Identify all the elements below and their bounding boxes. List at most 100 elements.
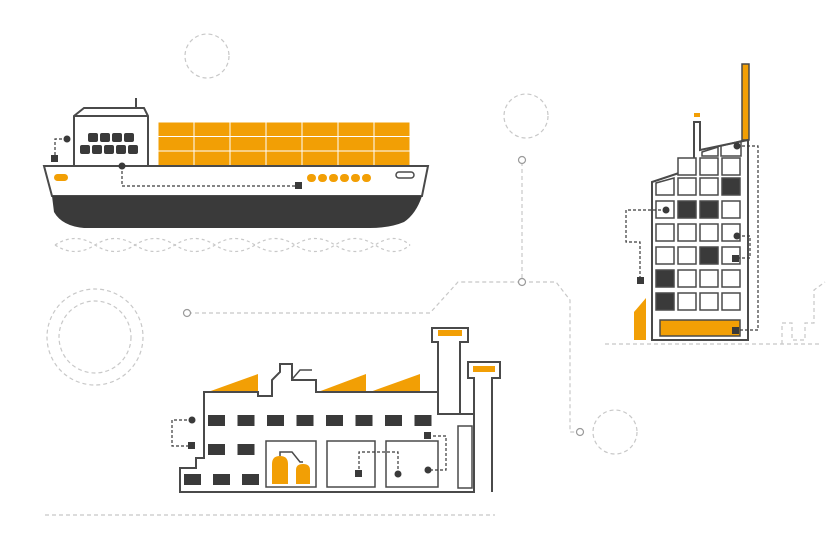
factory-window [355,415,373,426]
cargo-containers [157,121,411,166]
building-window [677,292,697,311]
factory-window [208,415,225,426]
factory-window [242,474,259,485]
building-window [677,223,697,242]
connector-line [188,281,522,314]
cargo-container [229,136,267,152]
connector-node [182,308,192,318]
building-window [721,157,741,176]
cargo-container [373,121,411,137]
connector-line [522,281,578,433]
cargo-container [337,136,375,152]
cargo-ship [42,98,430,228]
factory-window [326,415,343,426]
building-window [699,292,719,311]
cargo-container [265,121,303,137]
cargo-container [265,136,303,152]
building-window [655,292,675,311]
building-window [721,177,741,196]
chimney-right [467,361,501,492]
building-window [655,269,675,288]
office-building [625,63,759,341]
building-window [655,223,675,242]
building-window [699,200,719,219]
factory [171,327,501,493]
ship-portholes [307,174,371,182]
building-window [677,177,697,196]
porthole [351,174,360,182]
building-window [699,246,719,265]
cargo-container [337,150,375,166]
bridge-window [104,145,114,154]
bridge-window [116,145,126,154]
bridge-windows [80,133,138,154]
decor-circle [503,93,549,139]
cargo-container [301,136,339,152]
building-side-awning [634,298,646,340]
cargo-container [373,136,411,152]
decor-circle-inner [58,300,132,374]
ship-anchor-port [395,171,415,179]
porthole [318,174,327,182]
factory-window [213,474,230,485]
cargo-container [193,121,231,137]
factory-window [184,474,201,485]
ship-node [63,135,71,143]
cargo-container [157,121,195,137]
connector-line [781,281,826,344]
chimney-right-cap [473,366,495,372]
connector-node [517,155,527,165]
cargo-container [229,150,267,166]
cargo-container [193,136,231,152]
cargo-container [193,150,231,166]
bridge-window [100,133,110,142]
building-window [655,177,675,196]
cargo-container [265,150,303,166]
factory-silo [457,425,473,489]
factory-window [237,415,255,426]
ship-lifeboat [54,174,68,181]
porthole [307,174,316,182]
connector-network [45,33,826,516]
porthole [340,174,349,182]
ship-marker [295,182,302,189]
bridge-window [124,133,134,142]
cargo-container [301,121,339,137]
building-window [721,292,741,311]
bridge-window [80,145,90,154]
factory-window [208,444,225,455]
building-window [699,157,719,176]
building-lobby [659,319,741,337]
antenna-light [694,113,700,117]
building-window [677,269,697,288]
connector-node [575,427,585,437]
factory-window [385,415,402,426]
building-window [677,246,697,265]
chimney-left-cap [438,330,462,336]
cargo-container [301,150,339,166]
building-window [655,246,675,265]
factory-room-tanks [265,440,317,488]
building-window [721,269,741,288]
connector-node [517,277,527,287]
factory-room [385,440,439,488]
connector-nodes [182,155,585,437]
building-window [721,200,741,219]
cargo-container [229,121,267,137]
decor-circle [184,33,230,79]
factory-room [326,440,376,488]
factory-window [414,415,432,426]
ship-marker [51,155,58,162]
building-window [699,177,719,196]
building-window [699,269,719,288]
cargo-container [157,136,195,152]
roof-shed [370,374,420,392]
roof-shed [318,374,366,392]
decor-circle-outer [46,288,144,386]
ship-hull-upper [42,165,430,197]
cargo-container [373,150,411,166]
ship-node [118,162,126,170]
chimney-left [431,327,469,414]
